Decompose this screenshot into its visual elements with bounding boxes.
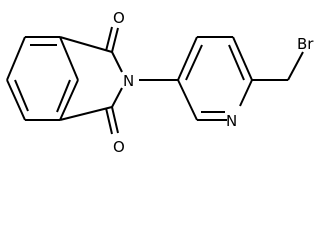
bond — [111, 87, 123, 108]
bond — [6, 79, 26, 121]
bond — [59, 79, 79, 121]
bond — [105, 107, 113, 135]
bond — [239, 79, 253, 107]
oxygen-bottom-label: O — [113, 138, 125, 156]
bond — [232, 36, 253, 81]
bond — [59, 106, 113, 121]
pyridine-ring — [177, 36, 253, 121]
bond — [111, 51, 123, 73]
structure-diagram: O O N N Br — [6, 9, 314, 156]
bond — [287, 51, 304, 81]
bond — [59, 36, 113, 53]
bond — [177, 36, 198, 81]
molecule-drawing: O O N N Br — [6, 9, 314, 156]
bond — [56, 79, 71, 113]
bond — [59, 36, 79, 81]
bond — [6, 36, 26, 81]
bond — [177, 79, 198, 121]
bromine-label: Br — [297, 35, 314, 53]
pyridine-nitrogen-label: N — [226, 112, 237, 130]
bond — [105, 26, 113, 52]
oxygen-top-label: O — [113, 9, 125, 27]
imide-nitrogen-label: N — [123, 72, 134, 90]
bond — [14, 79, 29, 112]
bond — [185, 44, 203, 81]
benzene-ring — [6, 36, 79, 121]
bond — [111, 106, 119, 134]
imide-ring — [59, 26, 123, 135]
bond — [111, 27, 119, 53]
bond — [228, 44, 245, 81]
